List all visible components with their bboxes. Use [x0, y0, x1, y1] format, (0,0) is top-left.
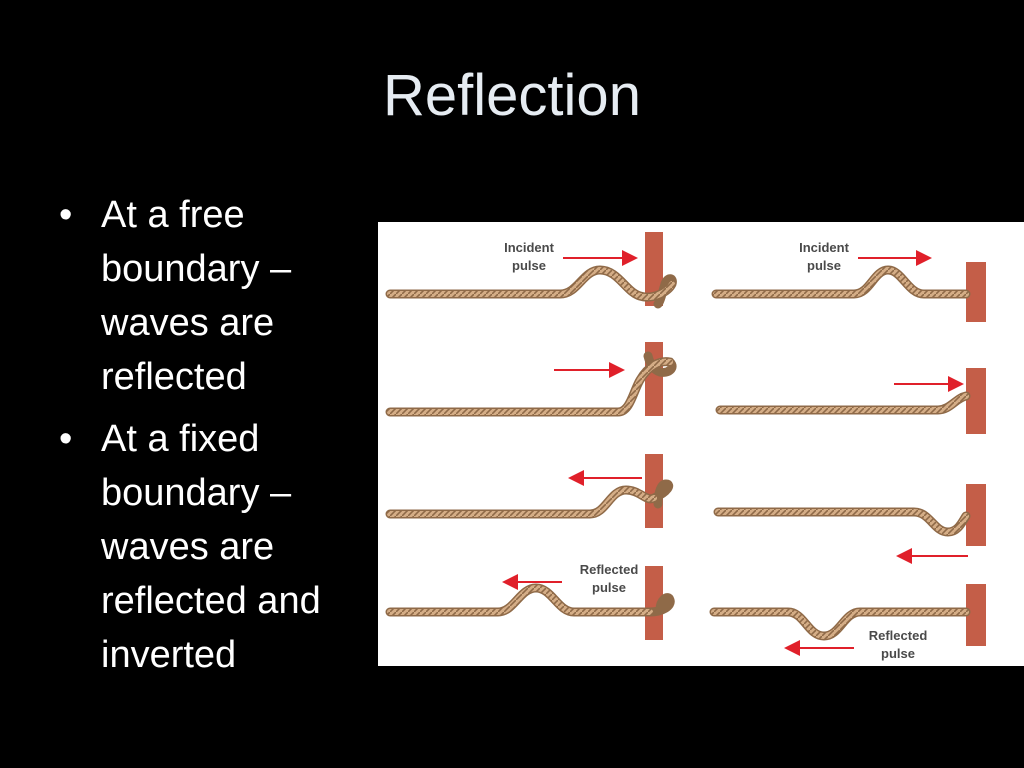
fixed-end-row-4: Reflected pulse [709, 584, 986, 661]
boundary-post [645, 232, 663, 306]
reflected-label: Reflected [580, 562, 639, 577]
bullet-item-free-boundary: • At a free boundary – waves are reflect… [55, 188, 375, 404]
fixed-end-row-2 [715, 368, 986, 434]
rope [711, 265, 971, 299]
bullet-list: • At a free boundary – waves are reflect… [55, 188, 375, 690]
reflected-label: pulse [881, 646, 915, 661]
rope-highlight [387, 584, 653, 615]
bullet-marker: • [59, 194, 73, 236]
fixed-end-column: Incident pulse [709, 240, 986, 661]
rope-highlight [713, 266, 969, 297]
incident-label: Incident [799, 240, 850, 255]
rope-highlight [715, 509, 969, 536]
incident-label: pulse [807, 258, 841, 273]
boundary-post [966, 368, 986, 434]
fixed-end-row-3 [713, 484, 986, 564]
rope-highlight [387, 486, 657, 517]
incident-label: Incident [504, 240, 555, 255]
free-end-row-3 [385, 454, 674, 528]
free-end-row-4: Reflected pulse [385, 562, 675, 640]
boundary-post [645, 566, 663, 640]
boundary-post [966, 262, 986, 322]
boundary-post [966, 484, 986, 546]
rope-highlight [711, 609, 969, 640]
fixed-end-row-1: Incident pulse [711, 240, 986, 322]
rope-highlight [387, 358, 673, 415]
bullet-item-fixed-boundary: • At a fixed boundary – waves are reflec… [55, 412, 375, 682]
boundary-post [966, 584, 986, 646]
reflected-label: Reflected [869, 628, 928, 643]
free-end-row-2 [385, 342, 677, 417]
bullet-marker: • [59, 418, 73, 460]
slide-title: Reflection [383, 63, 641, 128]
reflection-diagram-svg: Incident pulse [385, 232, 986, 661]
rope-highlight [717, 393, 969, 413]
reflected-label: pulse [592, 580, 626, 595]
rope-highlight [387, 266, 675, 300]
free-end-column: Incident pulse [385, 232, 677, 640]
bullet-text: At a free boundary – waves are reflected [101, 194, 292, 398]
boundary-post [645, 454, 663, 528]
free-end-row-1: Incident pulse [385, 232, 677, 309]
reflection-diagram: Incident pulse [378, 222, 1024, 666]
incident-label: pulse [512, 258, 546, 273]
bullet-text: At a fixed boundary – waves are reflecte… [101, 418, 321, 676]
